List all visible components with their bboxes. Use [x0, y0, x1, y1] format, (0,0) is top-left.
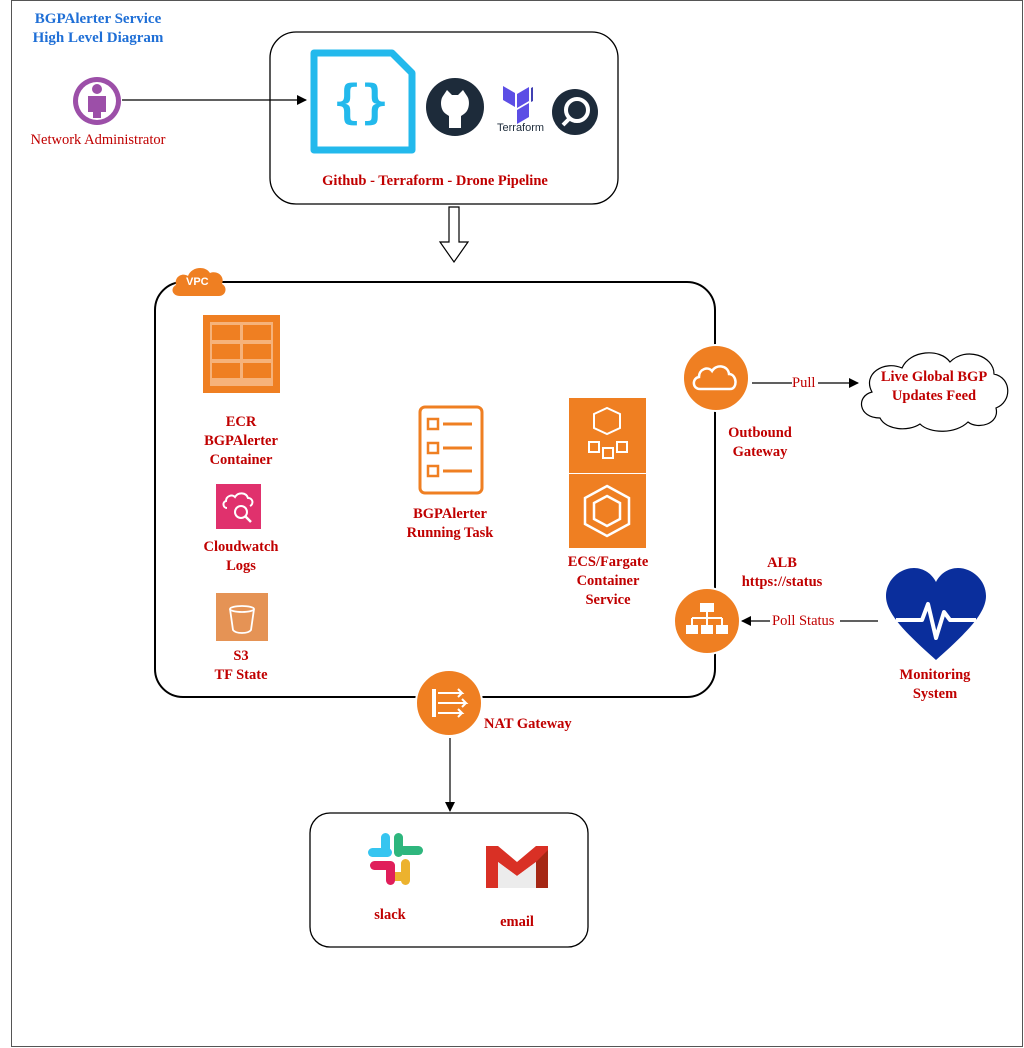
- running-task-label: BGPAlerter Running Task: [406, 506, 494, 541]
- pipeline-label: Github - Terraform - Drone Pipeline: [322, 173, 548, 189]
- slack-icon: [368, 833, 423, 885]
- fargate-icon: [569, 398, 646, 473]
- slack-label: slack: [374, 907, 406, 923]
- ecs-fargate-label: ECS/Fargate Container Service: [567, 554, 649, 608]
- gmail-icon: [486, 846, 548, 888]
- ecr-icon: [203, 315, 280, 393]
- pull-label: Pull: [792, 375, 816, 391]
- drone-icon: [552, 89, 598, 135]
- ecr-label: ECR BGPAlerter Container: [204, 414, 278, 468]
- email-label: email: [500, 914, 534, 930]
- diagram-title: BGPAlerter Service High Level Diagram: [32, 11, 164, 46]
- s3-label: S3 TF State: [214, 648, 268, 683]
- admin-icon: [73, 77, 121, 125]
- vpc-badge-label: VPC: [186, 276, 209, 288]
- running-task-icon: [418, 405, 484, 495]
- monitoring-heart-icon: [886, 568, 986, 660]
- deploy-arrow: [438, 206, 470, 264]
- svg-text:{}: {}: [333, 75, 388, 129]
- notifications-box: [309, 812, 589, 948]
- nat-gateway-label: NAT Gateway: [484, 716, 572, 732]
- bgp-feed-label: Live Global BGP Updates Feed: [880, 369, 988, 404]
- admin-label: Network Administrator: [30, 132, 166, 148]
- diagram-frame: [11, 0, 1023, 1047]
- alb-label: ALB https://status: [741, 555, 823, 590]
- terraform-icon-text: Terraform: [497, 122, 545, 134]
- outbound-gateway-icon: [682, 344, 750, 412]
- github-icon: [426, 78, 484, 136]
- json-document-icon: {}: [310, 49, 416, 154]
- monitoring-label: Monitoring System: [899, 667, 971, 702]
- vpc-badge-icon: [172, 267, 226, 296]
- poll-status-label: Poll Status: [772, 613, 835, 629]
- bgp-feed-cloud: [861, 352, 1009, 432]
- cloudwatch-label: Cloudwatch Logs: [203, 539, 279, 574]
- outbound-gateway-label: Outbound Gateway: [728, 425, 792, 460]
- ecs-icon: [569, 474, 646, 548]
- terraform-icon: [503, 86, 533, 124]
- cloudwatch-icon: [216, 484, 261, 529]
- alb-icon: [673, 587, 741, 655]
- nat-gateway-icon: [415, 669, 483, 737]
- s3-icon: [216, 593, 268, 641]
